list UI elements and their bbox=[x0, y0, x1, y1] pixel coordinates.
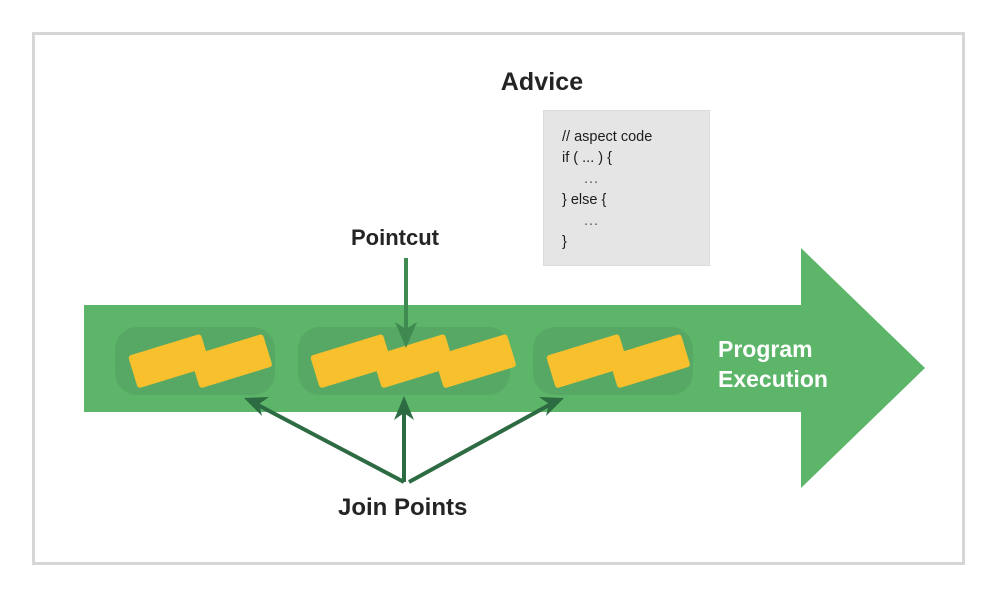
code-line-1: // aspect code bbox=[562, 129, 653, 145]
joinpoints-arrow-left-head bbox=[244, 397, 269, 416]
advice-code-text: // aspect code if ( ... ) { ... } else {… bbox=[562, 127, 652, 253]
joinpoints-arrow-right-head bbox=[539, 397, 564, 416]
joinpoint-block bbox=[608, 334, 690, 388]
joinpoint-group-1-blocks bbox=[128, 334, 272, 388]
joinpoints-arrow-right bbox=[408, 402, 552, 484]
joinpoints-arrow-left bbox=[255, 402, 405, 484]
code-line-3: ... bbox=[584, 171, 600, 187]
program-execution-caption: Program Execution bbox=[718, 334, 898, 394]
program-execution-line-2: Execution bbox=[718, 366, 828, 392]
code-line-4: } else { bbox=[562, 192, 607, 208]
code-line-6: } bbox=[562, 234, 567, 250]
joinpoint-block bbox=[546, 334, 628, 388]
diagram-frame-border bbox=[32, 32, 965, 565]
code-line-5: ... bbox=[584, 213, 600, 229]
advice-title-text: Advice bbox=[500, 68, 584, 96]
advice-code-panel bbox=[543, 110, 710, 266]
joinpoints-arrow-middle-head bbox=[394, 396, 414, 420]
advice-title: Advice bbox=[0, 68, 1000, 97]
joinpoints-label: Join Points bbox=[338, 494, 468, 521]
joinpoint-block bbox=[434, 334, 516, 388]
joinpoint-block bbox=[310, 334, 392, 388]
program-execution-line-1: Program bbox=[718, 336, 813, 362]
pointcut-arrow bbox=[395, 258, 417, 348]
joinpoint-block bbox=[128, 334, 210, 388]
joinpoint-group-3-blocks bbox=[546, 334, 690, 388]
joinpoint-block bbox=[190, 334, 272, 388]
joinpoint-block bbox=[372, 334, 454, 388]
code-line-2: if ( ... ) { bbox=[562, 150, 612, 166]
pointcut-label: Pointcut bbox=[351, 225, 439, 250]
joinpoints-arrows bbox=[244, 396, 564, 484]
joinpoint-group-2-blocks bbox=[310, 334, 516, 388]
